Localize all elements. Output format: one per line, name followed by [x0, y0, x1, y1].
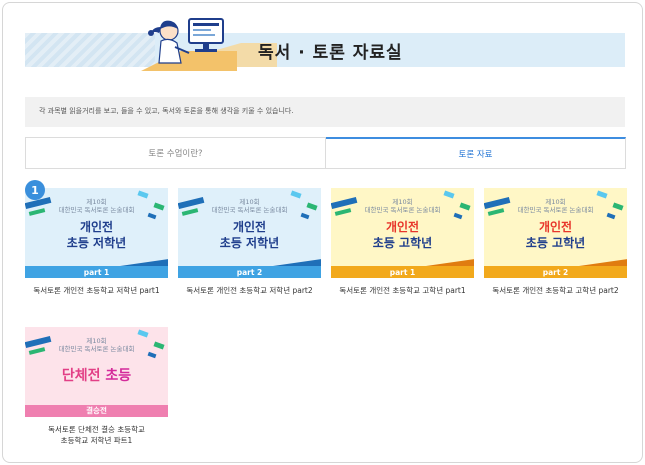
card-caption[interactable]: 독서토론 개인전 초등학교 저학년 part1	[33, 286, 160, 295]
card-part-label: part 1	[83, 268, 110, 277]
card-title-line2: 초등 고학년	[372, 236, 433, 250]
number-badge: 1	[25, 180, 45, 200]
card-subtitle: 제10회 대한민국 독서토론 논술대회	[484, 198, 627, 214]
card-subtitle-line: 제10회 대한민국 독서토론 논술대회	[58, 337, 135, 353]
card-title-line: 단체전 초등	[25, 365, 168, 385]
card-title-line1: 개인전	[79, 220, 114, 234]
card-subtitle-line: 제10회 대한민국 독서토론 논술대회	[58, 198, 135, 214]
card-bottom-bar	[331, 266, 474, 278]
card-title-line1: 개인전	[538, 220, 573, 234]
card-title-line2: 초등 고학년	[525, 236, 586, 250]
card-caption[interactable]: 독서토론 단체전 결승 초등학교 초등학교 저학년 파트1	[25, 424, 168, 446]
card-thumbnail[interactable]: 제10회 대한민국 독서토론 논술대회 개인전 초등 고학년 part 2	[484, 188, 627, 278]
card-subtitle-line: 제10회 대한민국 독서토론 논술대회	[211, 198, 288, 214]
card-subtitle-line: 제10회 대한민국 독서토론 논술대회	[517, 198, 594, 214]
description-text: 각 과목별 읽을거리를 보고, 들을 수 있고, 독서와 토론을 통해 생각을 …	[39, 107, 294, 115]
card-title-line2: 초등 저학년	[219, 236, 280, 250]
material-card[interactable]: 제10회 대한민국 독서토론 논술대회 개인전 초등 고학년 part 2 독서…	[484, 188, 627, 296]
card-bottom-bar	[178, 266, 321, 278]
card-bottom-bar	[25, 405, 168, 417]
card-caption-line: 독서토론 단체전 결승 초등학교	[48, 425, 145, 434]
card-title-line1: 개인전	[385, 220, 420, 234]
card-title-word: 초등	[105, 368, 132, 384]
card-thumbnail[interactable]: 제10회 대한민국 독서토론 논술대회 개인전 초등 저학년 part 1	[25, 188, 168, 278]
card-part-label: part 2	[542, 268, 569, 277]
card-title-line2: 초등 저학년	[66, 236, 127, 250]
card-subtitle: 제10회 대한민국 독서토론 논술대회	[331, 198, 474, 214]
card-part-label: part 2	[236, 268, 263, 277]
card-thumbnail[interactable]: 제10회 대한민국 독서토론 논술대회 단체전 초등 결승전	[25, 327, 168, 417]
description-box	[25, 97, 625, 127]
material-card[interactable]: 제10회 대한민국 독서토론 논술대회 단체전 초등 결승전 독서토론 단체전 …	[25, 327, 168, 446]
card-subtitle: 제10회 대한민국 독서토론 논술대회	[25, 337, 168, 353]
card-subtitle: 제10회 대한민국 독서토론 논술대회	[178, 198, 321, 214]
student-computer-illustration	[141, 18, 237, 71]
banner-stripe	[25, 33, 155, 67]
card-bottom-bar	[484, 266, 627, 278]
material-card[interactable]: 제10회 대한민국 독서토론 논술대회 개인전 초등 저학년 part 1 독서…	[25, 188, 168, 296]
card-thumbnail[interactable]: 제10회 대한민국 독서토론 논술대회 개인전 초등 저학년 part 2	[178, 188, 321, 278]
header-banner	[25, 33, 625, 67]
page-title: 독서 · 토론 자료실	[258, 43, 403, 63]
card-thumbnail[interactable]: 제10회 대한민국 독서토론 논술대회 개인전 초등 고학년 part 1	[331, 188, 474, 278]
card-title-line1: 개인전	[232, 220, 267, 234]
tab-debate-materials[interactable]: 토론 자료	[326, 137, 626, 169]
card-part-label: part 1	[389, 268, 416, 277]
material-card[interactable]: 제10회 대한민국 독서토론 논술대회 개인전 초등 저학년 part 2 독서…	[178, 188, 321, 296]
card-subtitle: 제10회 대한민국 독서토론 논술대회	[25, 198, 168, 214]
card-caption[interactable]: 독서토론 개인전 초등학교 고학년 part2	[492, 286, 619, 295]
card-caption[interactable]: 독서토론 개인전 초등학교 저학년 part2	[186, 286, 313, 295]
material-card[interactable]: 제10회 대한민국 독서토론 논술대회 개인전 초등 고학년 part 1 독서…	[331, 188, 474, 296]
card-subtitle-line: 제10회 대한민국 독서토론 논술대회	[364, 198, 441, 214]
card-caption[interactable]: 독서토론 개인전 초등학교 고학년 part1	[339, 286, 466, 295]
card-part-label: 결승전	[86, 406, 107, 415]
card-title-word: 단체전	[61, 368, 101, 384]
card-bottom-bar	[25, 266, 168, 278]
tab-debate-class-intro[interactable]: 토론 수업이란?	[25, 137, 326, 169]
card-caption-line: 초등학교 저학년 파트1	[60, 436, 133, 445]
